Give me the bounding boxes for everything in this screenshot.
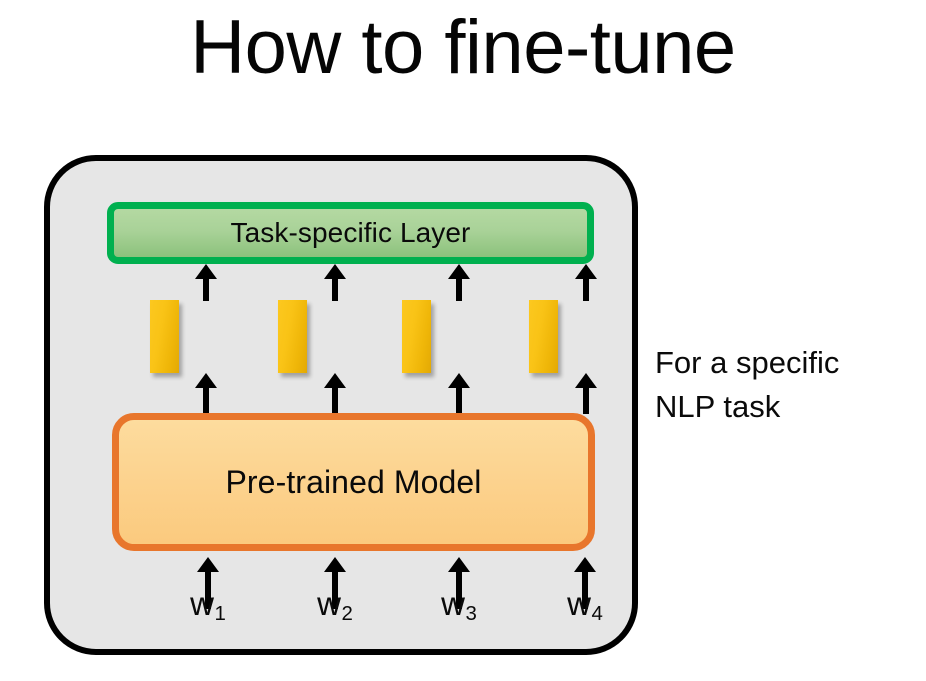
arrow-shaft xyxy=(332,384,338,414)
input-token-w3: w3 xyxy=(424,585,494,626)
arrow-head-icon xyxy=(324,373,346,388)
pretrained-model-box[interactable]: Pre-trained Model xyxy=(112,413,595,551)
arrow-word-2-to-model xyxy=(324,557,346,609)
arrow-token-1-to-task-layer xyxy=(195,264,217,301)
arrow-model-to-token-4 xyxy=(575,373,597,414)
input-token-w1-base: w xyxy=(190,585,214,622)
arrow-head-icon xyxy=(195,373,217,388)
arrow-word-1-to-model xyxy=(197,557,219,609)
pretrained-model-label: Pre-trained Model xyxy=(225,463,482,500)
task-specific-layer-label: Task-specific Layer xyxy=(230,217,471,248)
arrow-head-icon xyxy=(195,264,217,279)
arrow-head-icon xyxy=(574,557,596,572)
input-token-w2: w2 xyxy=(300,585,370,626)
arrow-head-icon xyxy=(448,557,470,572)
arrow-shaft xyxy=(203,275,209,301)
arrow-shaft xyxy=(332,568,338,609)
input-token-w1-subscript: 1 xyxy=(214,602,226,626)
side-annotation-line-1: For a specific xyxy=(655,345,840,380)
side-annotation-line-2: NLP task xyxy=(655,389,781,424)
arrow-model-to-token-1 xyxy=(195,373,217,414)
input-token-w1: w1 xyxy=(173,585,243,626)
arrow-shaft xyxy=(582,568,588,609)
token-representation-bar-3 xyxy=(402,300,431,373)
arrow-head-icon xyxy=(448,264,470,279)
arrow-head-icon xyxy=(448,373,470,388)
arrow-model-to-token-3 xyxy=(448,373,470,414)
task-specific-layer-box[interactable]: Task-specific Layer xyxy=(107,202,594,264)
input-token-w2-subscript: 2 xyxy=(341,602,353,626)
token-representation-bar-4 xyxy=(529,300,558,373)
input-token-w3-subscript: 3 xyxy=(465,602,477,626)
arrow-token-4-to-task-layer xyxy=(575,264,597,301)
arrow-model-to-token-2 xyxy=(324,373,346,414)
arrow-head-icon xyxy=(324,264,346,279)
input-token-w4: w4 xyxy=(550,585,620,626)
arrow-shaft xyxy=(205,568,211,609)
arrow-token-3-to-task-layer xyxy=(448,264,470,301)
arrow-shaft xyxy=(203,384,209,414)
arrow-shaft xyxy=(332,275,338,301)
arrow-shaft xyxy=(456,568,462,609)
arrow-shaft xyxy=(456,275,462,301)
side-annotation: For a specific NLP task xyxy=(655,341,915,429)
arrow-word-4-to-model xyxy=(574,557,596,609)
arrow-head-icon xyxy=(575,264,597,279)
arrow-shaft xyxy=(583,275,589,301)
arrow-head-icon xyxy=(575,373,597,388)
arrow-word-3-to-model xyxy=(448,557,470,609)
input-token-w4-base: w xyxy=(567,585,591,622)
arrow-shaft xyxy=(583,384,589,414)
page-title: How to fine-tune xyxy=(190,5,736,90)
arrow-token-2-to-task-layer xyxy=(324,264,346,301)
token-representation-bar-1 xyxy=(150,300,179,373)
arrow-head-icon xyxy=(324,557,346,572)
token-representation-bar-2 xyxy=(278,300,307,373)
input-token-w4-subscript: 4 xyxy=(591,602,603,626)
arrow-shaft xyxy=(456,384,462,414)
input-token-w3-base: w xyxy=(441,585,465,622)
arrow-head-icon xyxy=(197,557,219,572)
fine-tuning-architecture-container: Task-specific Layer Pre-trained Mo xyxy=(44,155,638,655)
input-token-w2-base: w xyxy=(317,585,341,622)
